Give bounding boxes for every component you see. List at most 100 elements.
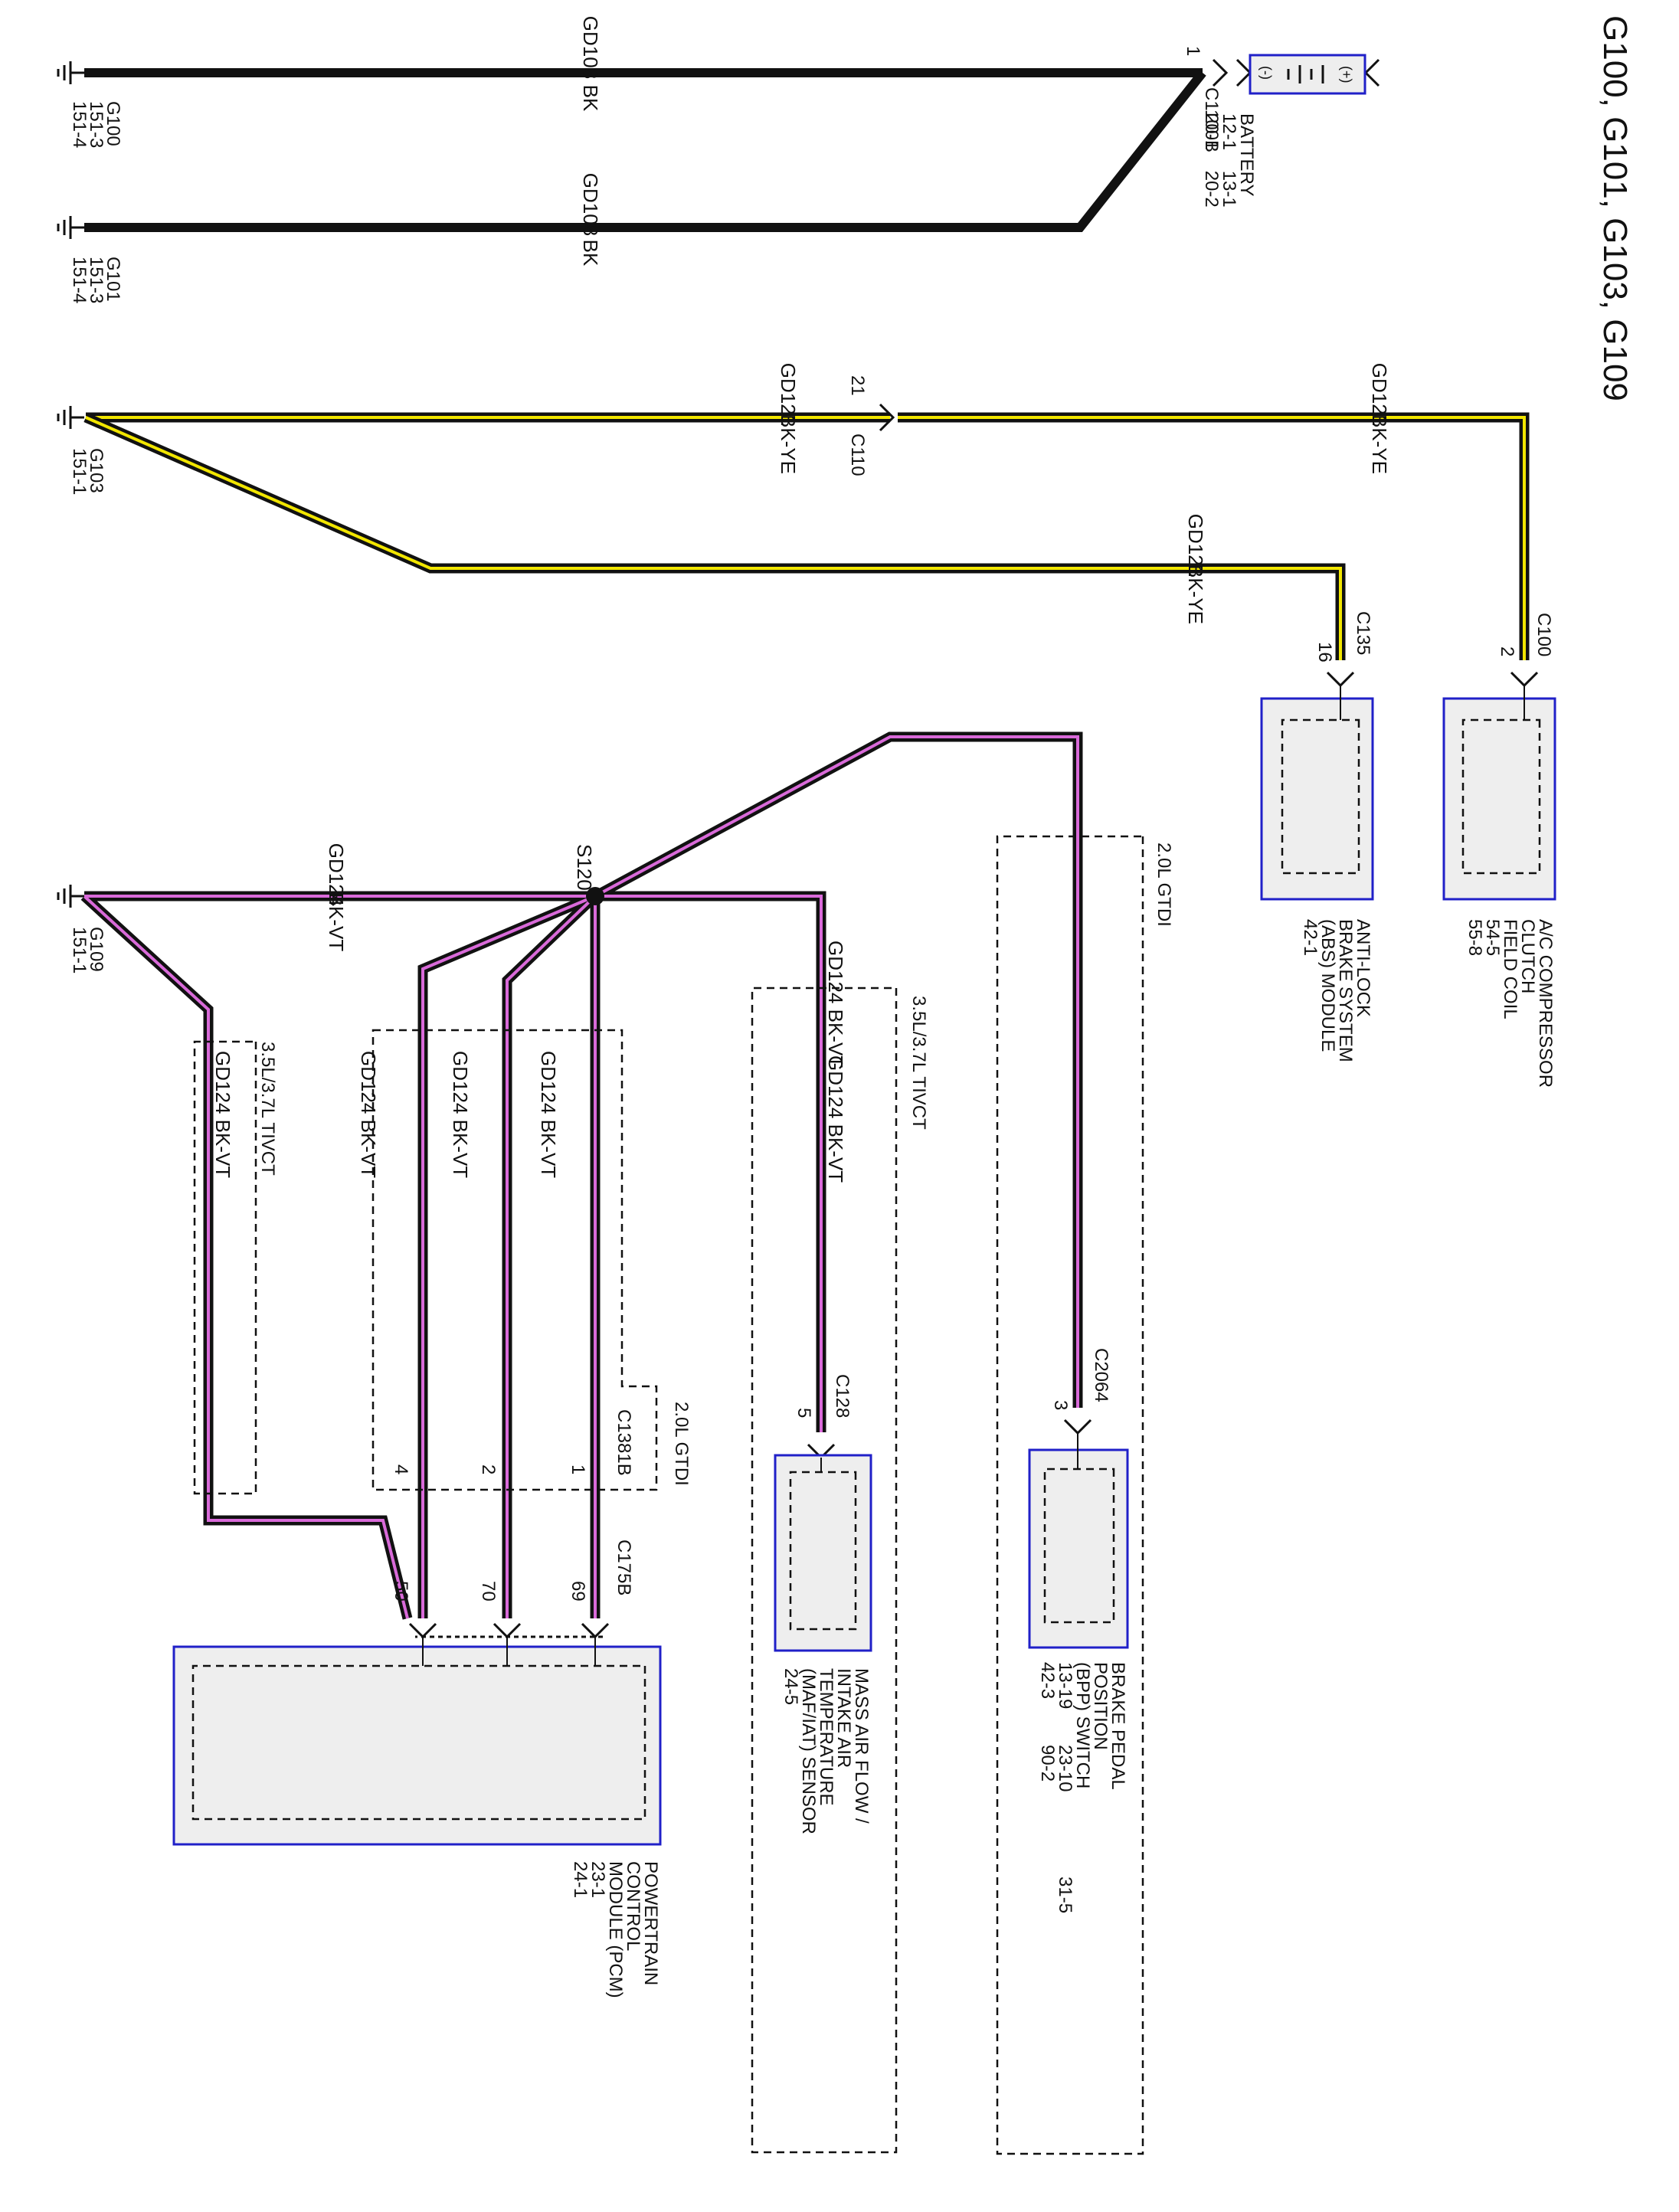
ground-ref: 151-3 [86, 101, 106, 148]
connector-label: C135 [1353, 611, 1373, 655]
module-label: TEMPERATURE [816, 1668, 836, 1806]
module-box [1442, 697, 1556, 901]
variant-box-tivct [193, 1040, 257, 1495]
wire-label: GD124 BK-VT [211, 1051, 234, 1178]
abs-module: ANTI-LOCK BRAKE SYSTEM (ABS) MODULE 42-1 [1260, 697, 1374, 1062]
wire-label: GD124 BK-VT [537, 1051, 560, 1178]
connector-c175b: C175B 69 70 50 [391, 1540, 634, 1639]
wire-color-label: BK-YE [1368, 414, 1391, 474]
ground-ref: 151-3 [86, 257, 106, 303]
ground-ref: 151-1 [69, 927, 90, 973]
variant-box-tivct-maf [751, 987, 898, 2154]
ground-label: G109 [86, 927, 106, 972]
wire-circuit-label: GD121 [1184, 514, 1207, 577]
module-label: A/C COMPRESSOR [1535, 919, 1556, 1088]
ground-icon [57, 885, 84, 908]
battery-negative: (-) [1258, 66, 1274, 80]
ground-icon [57, 406, 84, 429]
variant-label: 2.0L GTDI [671, 1402, 692, 1486]
wire-circuit-label: GD108 [579, 16, 602, 79]
ac-compressor-clutch: A/C COMPRESSOR CLUTCH FIELD COIL 54-5 55… [1442, 697, 1556, 1088]
connector-label: C100 [1533, 613, 1554, 656]
connector-pin: 1 [1183, 46, 1203, 56]
gd121-wires [83, 412, 1530, 660]
module-inner [1281, 718, 1360, 875]
variant-boxes [193, 835, 1144, 2155]
connector-label: C110 [847, 434, 868, 476]
ground-g103: G103 151-1 [57, 406, 106, 495]
connector-pin: 16 [1314, 642, 1335, 663]
ground-icon [57, 61, 84, 84]
module-label: MASS AIR FLOW / [851, 1668, 872, 1824]
connector-arrow-icon [408, 1622, 610, 1639]
page-title: G100, G101, G103, G109 [1596, 15, 1634, 401]
ground-label: G100 [103, 101, 123, 146]
wire-color-label: BK-VT [325, 893, 348, 952]
variant-box-gtdi [371, 1029, 658, 1491]
module-box [172, 1645, 662, 1846]
connector-c110: 21 C110 [847, 375, 895, 476]
module-ref: 42-3 90-2 [1037, 1662, 1058, 1782]
module-label: INTAKE AIR [833, 1668, 854, 1768]
connector-pin: 3 [1050, 1400, 1071, 1410]
ground-label: G101 [103, 257, 123, 302]
ground-ref: 151-4 [69, 257, 90, 303]
module-ref: 55-8 [1465, 919, 1485, 956]
gd108-lower-wire [84, 70, 1206, 232]
bpp-switch: BRAKE PEDAL POSITION (BPP) SWITCH 13-19 … [1028, 1448, 1129, 1913]
ground-g101: G101 151-3 151-4 [57, 216, 123, 303]
maf-iat-sensor: MASS AIR FLOW / INTAKE AIR TEMPERATURE (… [774, 1454, 872, 1834]
wire-label: GD124 BK-VT [449, 1051, 472, 1178]
battery-box [1249, 54, 1366, 95]
battery-component: (-) (+) BATTERY 12-1 13-1 20-1 20-2 [1201, 54, 1380, 208]
module-box [774, 1454, 872, 1652]
connector-label: C128 [832, 1374, 853, 1418]
connector-pin: 4 [391, 1464, 411, 1474]
module-ref: 54-5 [1482, 919, 1503, 956]
wire-label: GD124 BK-VT [357, 1051, 380, 1178]
battery-refs: 12-1 13-1 [1219, 113, 1239, 208]
module-ref: 42-1 [1300, 919, 1321, 956]
connector-arrow-icon [879, 403, 895, 432]
ground-g100: G100 151-3 151-4 [57, 61, 123, 148]
module-label: MODULE (PCM) [605, 1861, 626, 1998]
module-inner [1043, 1468, 1115, 1624]
connector-arrow-icon [1063, 1418, 1092, 1435]
wire-color-label: BK [579, 240, 602, 267]
module-label: POSITION [1090, 1662, 1111, 1750]
connector-c1100b: 1 C1100B [1183, 46, 1229, 152]
module-label: BRAKE PEDAL [1108, 1662, 1128, 1790]
connector-pin: 2 [478, 1464, 499, 1474]
connector-pin: 50 [391, 1581, 411, 1602]
module-label: (ABS) MODULE [1317, 919, 1338, 1052]
variant-label: 3.5L/3.7L TIVCT [908, 996, 929, 1130]
module-label: CLUTCH [1517, 919, 1538, 993]
connector-arrow-icon [1212, 58, 1229, 87]
variant-label: 3.5L/3.7L TIVCT [257, 1042, 278, 1176]
module-ref: 31-5 [1055, 1877, 1075, 1913]
module-label: POWERTRAIN [640, 1861, 661, 1985]
splice-label: S120 [573, 844, 596, 891]
module-ref: 24-5 [781, 1668, 801, 1705]
module-label: ANTI-LOCK [1353, 919, 1373, 1017]
connector-arrow-icon [1510, 671, 1539, 688]
wire-color-label: BK-YE [1184, 564, 1207, 624]
connector-pin: 69 [568, 1581, 588, 1602]
wire-circuit-label: GD121 [1368, 363, 1391, 426]
wire-circuit-label: GD121 [777, 363, 800, 426]
module-label: BRAKE SYSTEM [1335, 919, 1356, 1062]
wire-label: GD124 BK-VT [824, 941, 847, 1068]
module-label: (MAF/IAT) SENSOR [798, 1668, 819, 1834]
wire-color-label: BK [579, 85, 602, 112]
variant-box-gtdi-bpp [996, 835, 1144, 2155]
battery-icon [1287, 65, 1324, 83]
module-stubs [422, 686, 1525, 1666]
ground-g109: G109 151-1 [57, 885, 106, 973]
connector-label: C1100B [1201, 87, 1222, 152]
connector-pin: 1 [568, 1464, 588, 1474]
module-inner [191, 1664, 646, 1821]
battery-positive: (+) [1339, 66, 1354, 83]
module-inner [1461, 718, 1541, 875]
module-ref: 23-1 [587, 1861, 608, 1898]
